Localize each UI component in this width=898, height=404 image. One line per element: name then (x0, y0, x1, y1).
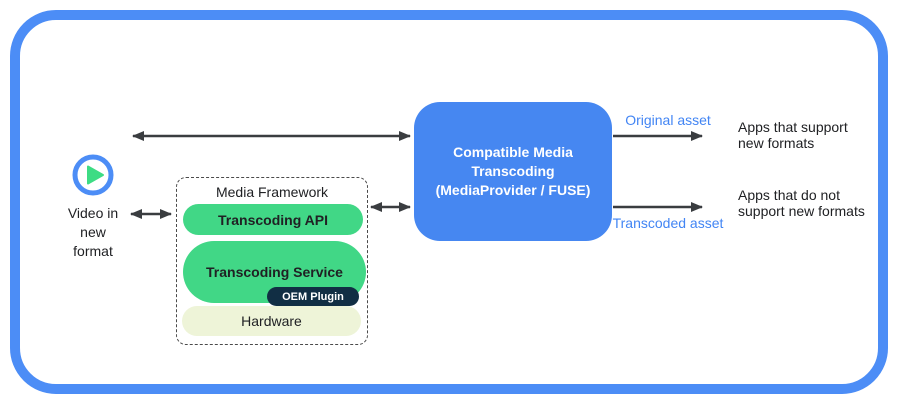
video-source-label: Video in new format (67, 205, 119, 259)
apps-supporting-label: Apps that support new formats (738, 119, 848, 151)
transcoding-api-label: Transcoding API (218, 211, 328, 228)
transcoded-asset-label: Transcoded asset (612, 215, 724, 231)
hardware-pill: Hardware (182, 306, 361, 336)
compatible-media-transcoding-box: Compatible Media Transcoding (MediaProvi… (414, 102, 612, 241)
play-icon (72, 154, 114, 196)
original-asset-label: Original asset (625, 112, 711, 128)
hardware-label: Hardware (241, 313, 302, 329)
apps-not-supporting-label: Apps that do not support new formats (738, 187, 865, 219)
outer-frame (10, 10, 888, 394)
media-framework-title: Media Framework (215, 184, 329, 200)
oem-plugin-pill: OEM Plugin (267, 287, 359, 306)
oem-plugin-label: OEM Plugin (282, 290, 344, 303)
media-framework-box (176, 177, 368, 345)
transcoding-service-label: Transcoding Service (206, 264, 343, 280)
transcoding-api-pill: Transcoding API (183, 204, 363, 235)
